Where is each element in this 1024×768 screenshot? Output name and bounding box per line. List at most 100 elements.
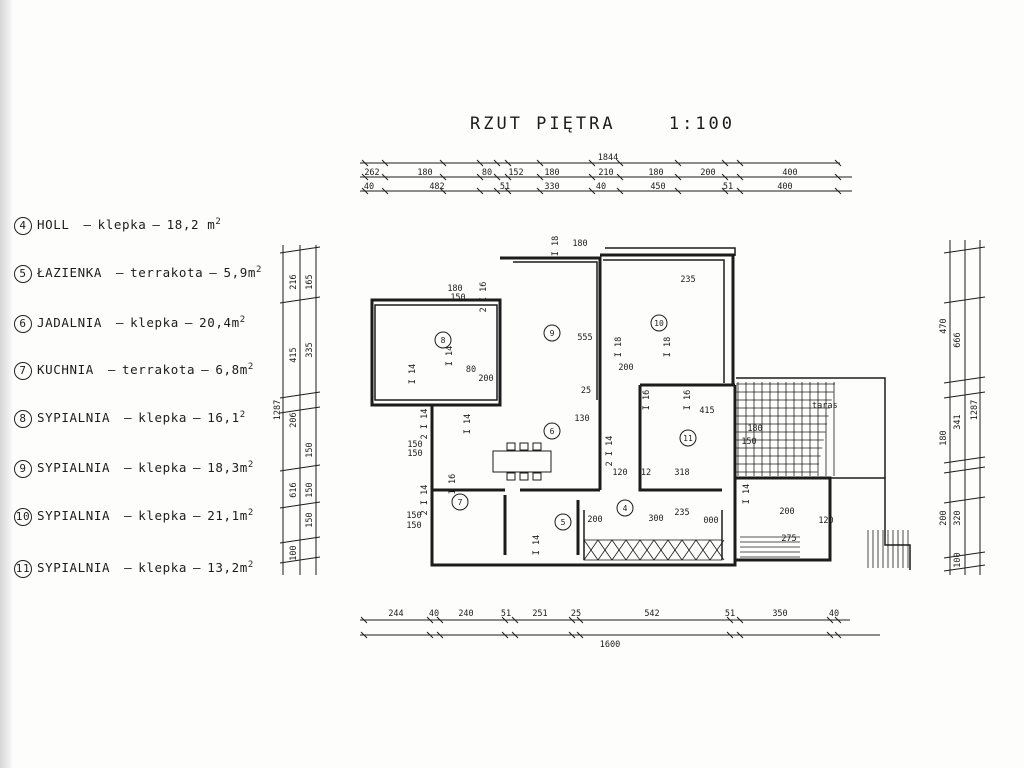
dim-inner-label: 2 I 16	[479, 282, 489, 313]
tick	[426, 616, 434, 624]
dim-inner-label: I 14	[532, 535, 542, 555]
tick	[361, 173, 369, 181]
tick	[826, 631, 834, 639]
dim-top-row1: 262	[364, 168, 379, 178]
room-marker-9	[543, 324, 561, 342]
tick	[279, 406, 321, 414]
legend-area: 18,2 m2	[166, 217, 222, 233]
legend-dash: —	[116, 265, 125, 281]
terrace-outline	[736, 377, 886, 478]
tick	[501, 616, 509, 624]
dim-inner-label: 235	[680, 275, 695, 285]
dim-inner-label: 130	[574, 414, 589, 424]
dim-inner-label: 120	[612, 468, 627, 478]
legend-area-unit: 2	[239, 410, 246, 420]
tick	[436, 616, 444, 624]
legend-finish: klepka	[138, 508, 188, 524]
legend-room-number: 6	[14, 315, 32, 334]
wall-room-8	[370, 298, 502, 407]
legend-dash: —	[116, 315, 125, 331]
tick	[616, 187, 624, 195]
legend-dash: —	[209, 265, 218, 281]
hall-pattern-line	[709, 539, 725, 561]
hall-pattern-line	[681, 539, 697, 561]
legend-dash: —	[83, 217, 92, 233]
dim-top-row2: 450	[650, 182, 665, 192]
legend-area: 5,9m2	[223, 265, 262, 281]
tick	[834, 631, 842, 639]
dim-inner-label: 2 I 14	[605, 436, 615, 467]
tick	[943, 466, 986, 474]
dim-left-overall: 1287	[273, 400, 283, 420]
legend-area: 16,12	[207, 410, 246, 426]
room-number-5: 5	[561, 518, 566, 527]
dim-inner-label: 555	[577, 333, 592, 343]
legend-room-number: 4	[14, 217, 32, 236]
legend-room-number: 11	[14, 560, 32, 579]
dim-bottom-overall: 1600	[600, 640, 620, 650]
tick	[511, 631, 519, 639]
tick	[504, 159, 512, 167]
tick	[436, 631, 444, 639]
wall-room-9	[500, 256, 602, 405]
dim-inner-label: 000	[703, 516, 718, 526]
dim-inner-label: 150	[406, 521, 421, 531]
dim-top-row1: 400	[782, 168, 797, 178]
legend-finish: klepka	[138, 560, 188, 576]
legend-room-name: ŁAZIENKA	[37, 265, 103, 281]
dim-inner-label: 415	[699, 406, 714, 416]
tick	[279, 296, 321, 304]
balcony-top	[605, 247, 736, 256]
dim-inner-label: 318	[674, 468, 689, 478]
legend-room-number: 8	[14, 410, 32, 429]
legend-area-unit: 2	[215, 217, 222, 227]
dim-right-col1: 666	[953, 332, 963, 347]
tick	[360, 631, 368, 639]
tick	[943, 551, 986, 559]
dim-inner-label: 150	[450, 293, 465, 303]
tick	[576, 631, 584, 639]
tick	[501, 631, 509, 639]
tick	[493, 159, 501, 167]
dim-top-row1: 152	[508, 168, 523, 178]
dim-inner-label: 25	[581, 386, 591, 396]
tick	[674, 187, 682, 195]
legend-area-unit: 2	[247, 508, 254, 518]
dim-inner-label: 150	[406, 511, 421, 521]
hall-pattern-line	[695, 539, 711, 561]
dim-right-col1: 320	[953, 510, 963, 525]
dim-bottom-row: 51	[725, 609, 735, 619]
dim-bottom-row: 51	[501, 609, 511, 619]
tick	[588, 187, 596, 195]
tick	[736, 187, 744, 195]
legend-dash: —	[193, 410, 202, 426]
legend-dash: —	[124, 410, 133, 426]
dim-top-row1: 180	[648, 168, 663, 178]
tick	[834, 187, 842, 195]
scan-edge-shadow	[0, 0, 13, 768]
hall-pattern	[583, 539, 725, 561]
tick	[439, 173, 447, 181]
dim-top-row2: 40	[364, 182, 374, 192]
legend-area: 13,2m2	[207, 560, 254, 576]
tick	[674, 173, 682, 181]
plan-title: RZUT PIĘTRA 1:100	[470, 114, 735, 134]
legend-area-unit: 2	[247, 460, 254, 470]
legend-finish: terrakota	[122, 362, 196, 378]
legend-area: 6,8m2	[215, 362, 254, 378]
tick	[360, 616, 368, 624]
dim-right-col2: 200	[939, 510, 949, 525]
legend-room-name: HOLL	[37, 217, 70, 233]
tick	[279, 246, 321, 254]
legend-dash: —	[193, 560, 202, 576]
tick	[536, 173, 544, 181]
legend-area-unit: 2	[255, 265, 262, 275]
legend-room-name: SYPIALNIA	[37, 460, 111, 476]
terrace-step	[830, 477, 911, 570]
tick	[943, 246, 986, 254]
